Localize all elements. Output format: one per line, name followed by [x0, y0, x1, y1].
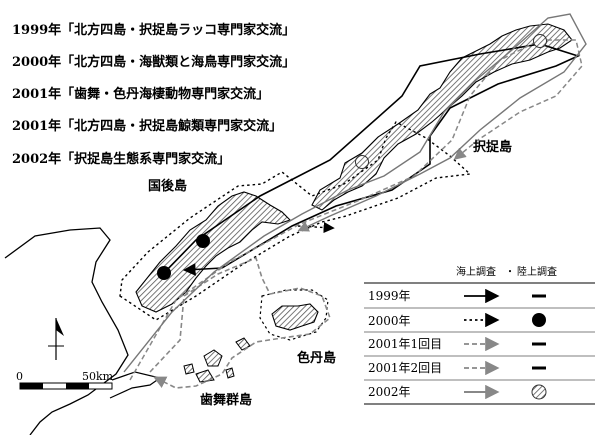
legend-label-2002: 2002年 [368, 385, 411, 399]
scale-end-label: 50km [82, 370, 114, 383]
expedition-item: 2001年「歯舞・色丹海棲動物専門家交流」 [12, 86, 269, 102]
nemuro-peninsula [109, 371, 162, 399]
route-2000-arrow [297, 221, 335, 234]
etorofu-island [311, 23, 573, 211]
legend-label-2001-first: 2001年1回目 [368, 337, 442, 351]
route-1999 [164, 43, 581, 276]
legend-header-sep: ・ [505, 267, 515, 278]
route-2002 [123, 13, 587, 373]
shikotan-island [271, 303, 319, 331]
route-2001-first [149, 256, 331, 389]
expedition-item: 2001年「北方四島・択捉島鯨類専門家交流」 [12, 118, 282, 134]
north-arrow-icon [48, 318, 64, 360]
legend-label-1999: 1999年 [368, 289, 411, 303]
expedition-item: 2002年「択捉島生態系専門家交流」 [12, 151, 230, 167]
legend-header-land: 陸上調査 [517, 265, 557, 278]
survey-point-2002 [533, 34, 547, 48]
route-2001-second [129, 39, 583, 381]
scale-bar: 0 50km [16, 370, 114, 390]
expedition-list: 1999年「北方四島・択捉島ラッコ専門家交流」 2000年「北方四島・海獣類と海… [12, 22, 295, 167]
legend-header-sea: 海上調査 [456, 265, 496, 278]
label-etorofu: 択捉島 [473, 139, 512, 155]
hokkaido-coastline [4, 227, 129, 435]
survey-point-2000 [157, 266, 171, 280]
survey-point-2000 [196, 234, 210, 248]
kunashiri-island [135, 191, 292, 313]
scale-start-label: 0 [16, 370, 23, 383]
label-shikotan: 色丹島 [297, 350, 336, 366]
legend: 海上調査 ・ 陸上調査 1999年 2000年 2001年1回目 2001年2回… [364, 265, 595, 405]
habomai-islands [183, 337, 251, 383]
survey-point-2002 [355, 155, 369, 169]
legend-label-2001-second: 2001年2回目 [368, 361, 442, 375]
label-habomai: 歯舞群島 [200, 392, 252, 408]
legend-label-2000: 2000年 [368, 314, 411, 328]
expedition-item: 1999年「北方四島・択捉島ラッコ専門家交流」 [12, 22, 295, 38]
expedition-item: 2000年「北方四島・海獣類と海鳥専門家交流」 [12, 54, 295, 70]
label-kunashiri: 国後島 [148, 178, 187, 194]
